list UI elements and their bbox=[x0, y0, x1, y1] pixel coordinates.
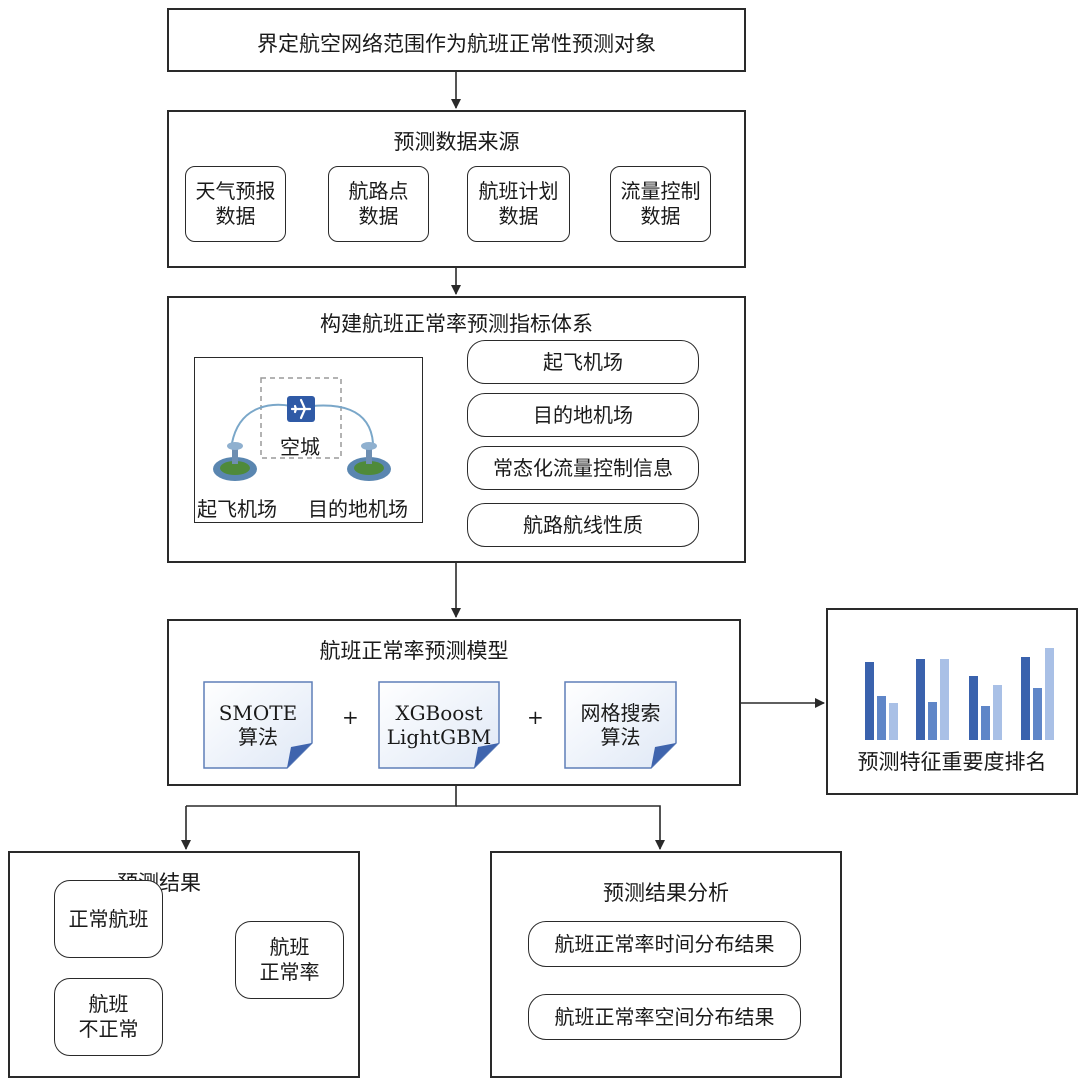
importance-bar bbox=[1033, 688, 1042, 740]
importance-bar bbox=[940, 659, 949, 740]
time-distribution-result: 航班正常率时间分布结果 bbox=[528, 921, 801, 967]
departure-airport-icon bbox=[213, 442, 257, 481]
airspace-graphic bbox=[213, 377, 391, 481]
indicator-departure-airport: 起飞机场 bbox=[467, 340, 699, 384]
importance-bar bbox=[916, 659, 925, 740]
on-time-rate-node: 航班正常率 bbox=[235, 921, 344, 999]
importance-bar bbox=[993, 685, 1002, 740]
departure-airport-label: 起飞机场 bbox=[197, 497, 277, 521]
feature-importance-box: 预测特征重要度排名 bbox=[826, 608, 1078, 795]
indicator-route-nature: 航路航线性质 bbox=[467, 503, 699, 547]
airspace-illustration: 空城 起飞机场 目的地机场 bbox=[194, 357, 423, 523]
arrow-model-split bbox=[186, 786, 457, 807]
feature-importance-chart bbox=[865, 648, 1054, 740]
indicator-destination-airport: 目的地机场 bbox=[467, 393, 699, 437]
importance-bar bbox=[1021, 657, 1030, 740]
indicator-system-title: 构建航班正常率预测指标体系 bbox=[320, 312, 593, 336]
abnormal-flights-node: 航班不正常 bbox=[54, 978, 163, 1056]
importance-bar bbox=[865, 662, 874, 740]
source-weather: 天气预报数据 bbox=[185, 166, 286, 242]
airspace-label: 空城 bbox=[280, 435, 320, 459]
importance-bar bbox=[981, 706, 990, 740]
grid-search-card: 网格搜索算法 bbox=[564, 681, 677, 769]
plus-sign-2: + bbox=[527, 705, 544, 729]
document-icon bbox=[203, 681, 313, 769]
normal-flights-node: 正常航班 bbox=[54, 880, 163, 958]
scope-title: 界定航空网络范围作为航班正常性预测对象 bbox=[257, 32, 656, 56]
airplane-icon bbox=[287, 396, 315, 422]
destination-airport-icon bbox=[347, 442, 391, 481]
importance-bar bbox=[928, 702, 937, 740]
importance-bar bbox=[889, 703, 898, 740]
importance-bar bbox=[1045, 648, 1054, 740]
indicator-flow-control-info: 常态化流量控制信息 bbox=[467, 446, 699, 490]
scope-box: 界定航空网络范围作为航班正常性预测对象 bbox=[167, 8, 746, 72]
results-analysis-title: 预测结果分析 bbox=[603, 881, 729, 905]
feature-importance-label: 预测特征重要度排名 bbox=[857, 750, 1047, 774]
plus-sign-1: + bbox=[342, 705, 359, 729]
source-flow-control: 流量控制数据 bbox=[610, 166, 711, 242]
document-icon bbox=[378, 681, 500, 769]
document-icon bbox=[564, 681, 677, 769]
arrow-to-analysis bbox=[456, 805, 665, 850]
data-sources-title: 预测数据来源 bbox=[393, 130, 520, 154]
importance-bar bbox=[969, 676, 978, 740]
source-waypoint: 航路点数据 bbox=[328, 166, 429, 242]
space-distribution-result: 航班正常率空间分布结果 bbox=[528, 994, 801, 1040]
source-flight-plan: 航班计划数据 bbox=[467, 166, 570, 242]
prediction-model-title: 航班正常率预测模型 bbox=[319, 639, 509, 663]
destination-airport-label: 目的地机场 bbox=[308, 497, 408, 521]
importance-bar bbox=[877, 696, 886, 740]
